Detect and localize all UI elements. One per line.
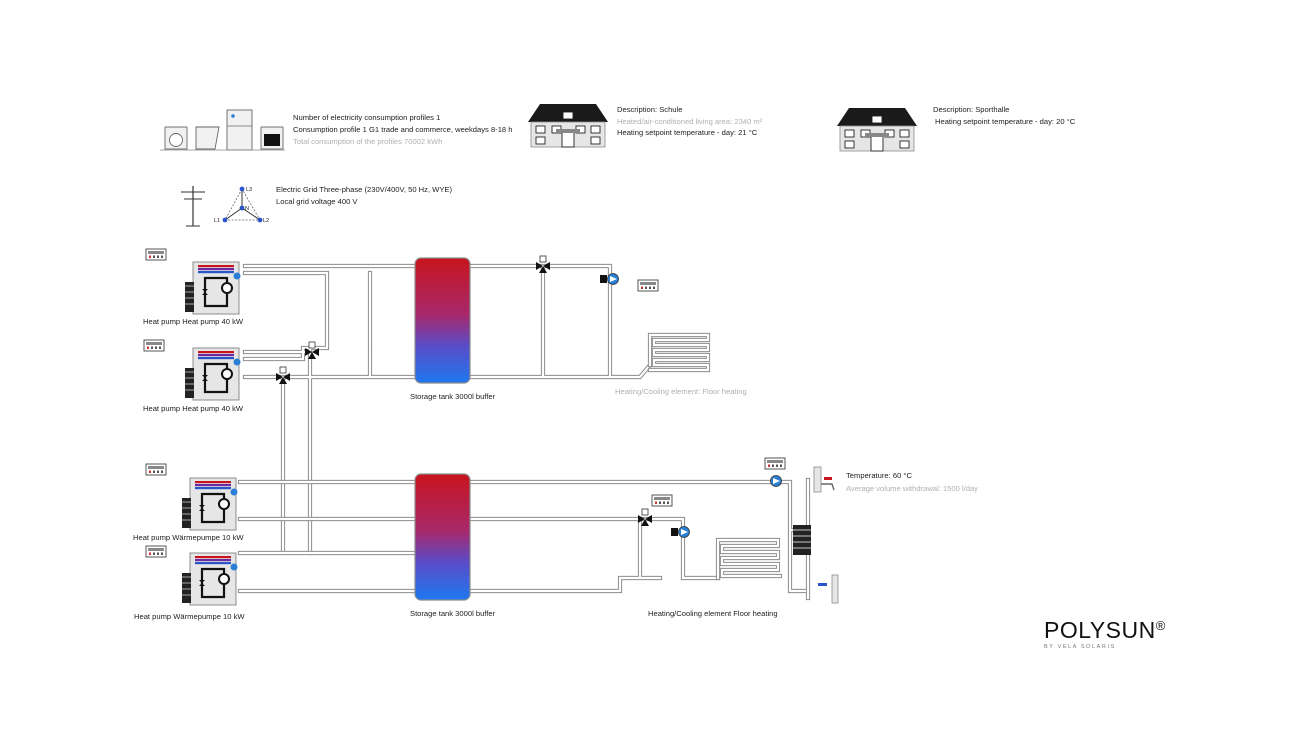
pump-motor-icon: [600, 275, 607, 283]
controller-icon: [145, 248, 167, 261]
building-schule-icon: [527, 103, 609, 148]
building2-setpoint: Heating setpoint temperature - day: 20 °…: [935, 117, 1076, 126]
building-sporthalle-icon: [836, 107, 918, 152]
tank-upper-label: Storage tank 3000l buffer: [410, 392, 496, 401]
grid-type-text: Electric Grid Three-phase (230V/400V, 50…: [276, 185, 452, 194]
phase-l1-label: L1: [214, 218, 220, 224]
tank-lower-label: Storage tank 3000l buffer: [410, 609, 496, 618]
floor-heating-coil-upper: [647, 332, 711, 373]
controller-icon: [637, 279, 659, 292]
dhw-withdrawal: Average volume withdrawal: 1500 l/day: [846, 484, 978, 493]
phase-l3-label: L3: [246, 187, 252, 193]
circulation-pump-icon: [770, 475, 782, 487]
heating-element-lower-label: Heating/Cooling element Floor heating: [648, 609, 778, 618]
heat-pump-4-label: Heat pump Wärmepumpe 10 kW: [134, 612, 245, 621]
building1-setpoint: Heating setpoint temperature - day: 21 °…: [617, 128, 758, 137]
consumers-total-text: Total consumption of the profiles 70002 …: [293, 137, 442, 146]
building1-area: Heated/air-conditioned living area: 2340…: [617, 117, 763, 126]
heat-pump-1-label: Heat pump Heat pump 40 kW: [143, 317, 244, 326]
pump-motor-icon: [671, 528, 678, 536]
heat-exchanger-icon: [793, 525, 811, 555]
logo-mark: ®: [1155, 618, 1166, 633]
consumers-count-text: Number of electricity consumption profil…: [293, 113, 440, 122]
controller-icon: [145, 463, 167, 476]
heat-pump-1-icon: [183, 260, 242, 316]
storage-tank-upper: [414, 257, 471, 384]
heating-element-upper-label: Heating/Cooling element: Floor heating: [615, 387, 747, 396]
storage-tank-lower: [414, 473, 471, 601]
floor-heating-coil-lower: [715, 537, 783, 581]
appliances-icon: [160, 109, 285, 151]
controller-icon: [651, 494, 673, 507]
heat-pump-3-label: Heat pump Wärmepumpe 10 kW: [133, 533, 244, 542]
building2-description: Description: Sporthalle: [933, 105, 1009, 114]
three-phase-icon: [222, 186, 263, 223]
pipes-upper-system: [242, 263, 653, 556]
circulation-pump-icon: [678, 526, 690, 538]
controller-icon: [145, 545, 167, 558]
phase-n-label: N: [245, 206, 249, 212]
hot-water-tap-icon: [813, 466, 835, 493]
logo-name: POLYSUN: [1044, 617, 1156, 643]
circulation-pump-icon: [607, 273, 619, 285]
heat-pump-3-icon: [180, 476, 239, 532]
dhw-temperature: Temperature: 60 °C: [846, 471, 912, 480]
cold-water-inlet-icon: [818, 574, 839, 604]
consumers-profile-text: Consumption profile 1 G1 trade and comme…: [293, 125, 513, 134]
heat-pump-4-icon: [180, 551, 239, 607]
heat-pump-2-label: Heat pump Heat pump 40 kW: [143, 404, 244, 413]
grid-voltage-text: Local grid voltage 400 V: [276, 197, 358, 206]
phase-l2-label: L2: [263, 218, 269, 224]
power-pylon-icon: [181, 186, 205, 227]
controller-icon: [143, 339, 165, 352]
logo-subtitle: BY VELA SOLARIS: [1044, 644, 1116, 650]
controller-icon: [764, 457, 786, 470]
building1-description: Description: Schule: [617, 105, 682, 114]
polysun-logo: POLYSUN® BY VELA SOLARIS: [1044, 614, 1166, 650]
heat-pump-2-icon: [183, 346, 242, 402]
